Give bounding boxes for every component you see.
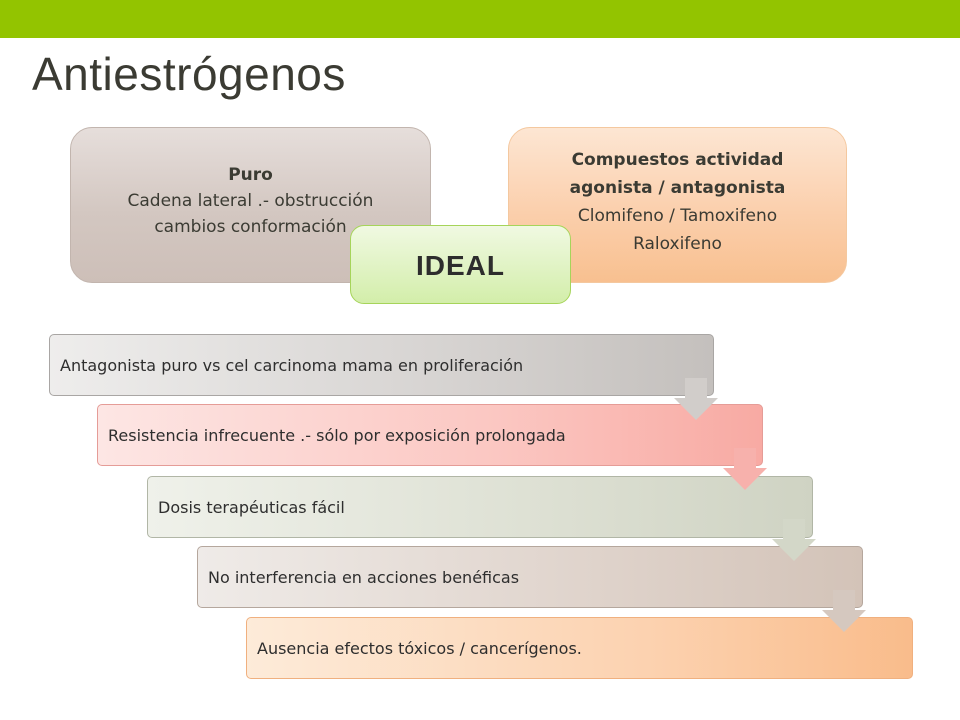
process-step-5: Ausencia efectos tóxicos / cancerígenos. [246, 617, 913, 679]
down-arrow-icon [772, 519, 816, 561]
puro-box: Puro Cadena lateral .- obstrucción cambi… [70, 127, 431, 283]
down-arrow-icon [674, 378, 718, 420]
process-step-2: Resistencia infrecuente .- sólo por expo… [97, 404, 763, 466]
down-arrow-icon [723, 448, 767, 490]
compuestos-line-2: Raloxifeno [633, 234, 722, 254]
down-arrow-shape [723, 448, 767, 490]
ideal-box: IDEAL [350, 225, 571, 304]
puro-line-2: cambios conformación [154, 217, 347, 237]
down-arrow-icon [822, 590, 866, 632]
down-arrow-shape [674, 378, 718, 420]
slide-title: Antiestrógenos [32, 48, 346, 100]
compuestos-heading-line-2: agonista / antagonista [569, 178, 786, 198]
puro-heading: Puro [228, 165, 273, 185]
process-step-4: No interferencia en acciones benéficas [197, 546, 863, 608]
down-arrow-shape [822, 590, 866, 632]
compuestos-heading-line-1: Compuestos actividad [571, 150, 784, 170]
process-step-1: Antagonista puro vs cel carcinoma mama e… [49, 334, 714, 396]
header-accent-bar [0, 0, 960, 38]
process-step-3: Dosis terapéuticas fácil [147, 476, 813, 538]
compuestos-line-1: Clomifeno / Tamoxifeno [577, 206, 778, 226]
puro-line-1: Cadena lateral .- obstrucción [127, 191, 374, 211]
down-arrow-shape [772, 519, 816, 561]
